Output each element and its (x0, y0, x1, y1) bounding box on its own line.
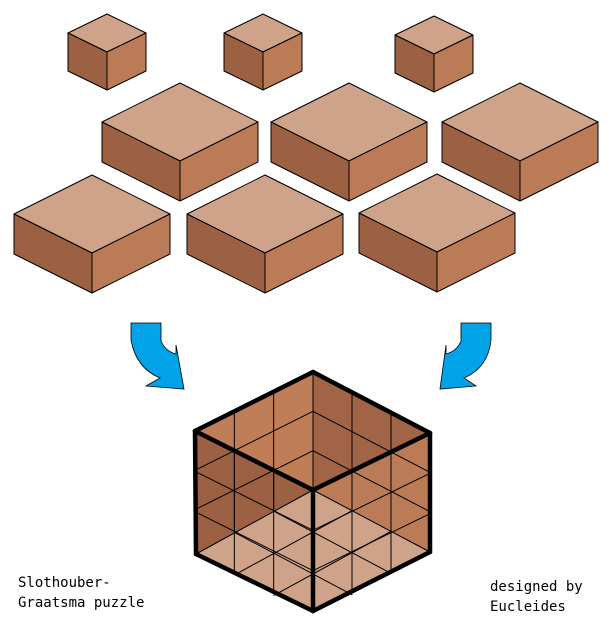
puzzle-pieces (13, 13, 599, 294)
assembled-cube (192, 369, 433, 614)
cube-frame-edge (192, 428, 199, 557)
flat-block-piece-right-face (519, 121, 599, 202)
flat-block-piece (101, 82, 259, 202)
flat-block-piece-right-face (179, 121, 259, 202)
flat-block-piece (270, 82, 428, 202)
grid-line (194, 511, 314, 572)
grid-line (234, 532, 353, 596)
left-down-arrow-icon (130, 322, 185, 390)
flat-block-piece-right-face (264, 213, 344, 294)
designer-credit: designed by Eucleides (490, 577, 583, 617)
grid-line (273, 530, 392, 596)
puzzle-title-line: Slothouber- (18, 575, 111, 591)
small-cube-piece-right-face (106, 32, 147, 91)
cube-frame-edge (310, 430, 433, 493)
grid-line (273, 510, 392, 574)
grid-line (194, 410, 314, 471)
grid-line (312, 410, 431, 473)
small-cube-piece-right-face (433, 34, 474, 93)
puzzle-title: Slothouber- Graatsma puzzle (18, 573, 144, 613)
flat-block-piece (358, 173, 516, 293)
flat-block-piece (186, 174, 344, 294)
small-cube-piece-right-face (262, 32, 303, 91)
flat-block-piece (13, 174, 171, 294)
grid-line (194, 450, 314, 511)
small-cube-piece (394, 15, 474, 93)
cube-frame-edge (310, 369, 433, 436)
designer-credit-line: designed by (490, 579, 583, 595)
grid-line (234, 510, 353, 576)
puzzle-title-line: Graatsma puzzle (18, 595, 145, 611)
flat-block-piece-right-face (91, 213, 171, 294)
grid-line (194, 470, 314, 531)
flat-block-piece-right-face (436, 212, 516, 293)
flat-block-piece-right-face (348, 121, 428, 202)
arrows (130, 322, 492, 390)
right-down-arrow-icon (439, 322, 492, 390)
small-cube-piece (223, 13, 303, 91)
grid-line (312, 450, 431, 513)
cube-frame-edge (192, 369, 316, 434)
small-cube-piece (67, 13, 147, 91)
designer-credit-line: Eucleides (490, 599, 566, 615)
cube-frame-edge (192, 428, 316, 493)
cube-frame-edge (310, 549, 433, 614)
cube-frame-edge (193, 551, 316, 614)
flat-block-piece (441, 82, 599, 202)
